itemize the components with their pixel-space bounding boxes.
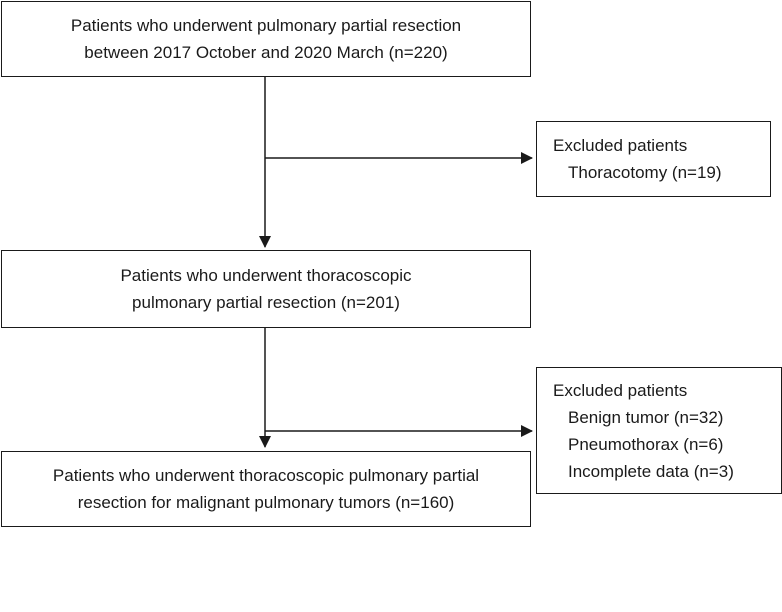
exclusion1-box: Excluded patients Thoracotomy (n=19) (536, 121, 771, 197)
exclusion2-title: Excluded patients (553, 380, 688, 400)
exclusion2-item: Pneumothorax (n=6) (568, 434, 724, 454)
step3-line-1: Patients who underwent thoracoscopic pul… (52, 466, 480, 485)
step1-line-1: Patients who underwent pulmonary partial… (70, 16, 462, 35)
step1-box: Patients who underwent pulmonary partial… (1, 1, 531, 77)
exclusion1-item: Thoracotomy (n=19) (568, 163, 722, 182)
step2-box: Patients who underwent thoracoscopic pul… (1, 250, 531, 328)
exclusion2-item: Incomplete data (n=3) (568, 461, 734, 481)
step2-line-2: pulmonary partial resection (n=201) (132, 293, 400, 312)
step3-box: Patients who underwent thoracoscopic pul… (1, 451, 531, 527)
step1-line-2: between 2017 October and 2020 March (n=2… (84, 43, 448, 62)
exclusion1-title: Excluded patients (553, 136, 688, 155)
step3-line-2: resection for malignant pulmonary tumors… (77, 493, 455, 512)
exclusion2-box: Excluded patients Benign tumor (n=32) Pn… (536, 367, 782, 494)
exclusion2-item: Benign tumor (n=32) (568, 407, 724, 427)
step2-line-1: Patients who underwent thoracoscopic (120, 266, 412, 285)
